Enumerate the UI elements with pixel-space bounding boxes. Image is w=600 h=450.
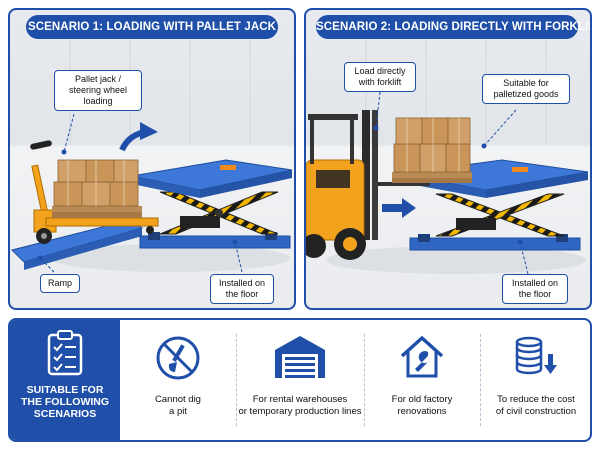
- callout-forklift: Load directly with forklift: [344, 62, 416, 92]
- feature-no-pit: Cannot dig a pit: [122, 320, 234, 440]
- coins-down-icon: [515, 336, 557, 375]
- feature-label-rental: For rental warehouses or temporary produ…: [238, 394, 362, 417]
- divider: [236, 334, 237, 426]
- divider: [480, 334, 481, 426]
- forklift-scene: [306, 40, 589, 275]
- callout-installed-floor-2: Installed on the floor: [502, 274, 568, 304]
- scenario-1-panel: SCENARIO 1: LOADING WITH PALLET JACK Pal…: [8, 8, 296, 310]
- callout-installed-floor-1: Installed on the floor: [210, 274, 274, 304]
- suitable-scenarios-strip: SUITABLE FOR THE FOLLOWING SCENARIOS Can…: [8, 318, 592, 442]
- callout-pallet-jack: Pallet jack / steering wheel loading: [54, 70, 142, 111]
- feature-old-factory: For old factory renovations: [366, 320, 478, 440]
- motion-arrow-2: [382, 198, 416, 218]
- divider: [364, 334, 365, 426]
- cardboard-boxes-2: [393, 117, 471, 173]
- scissor-mechanism: [159, 191, 279, 235]
- callout-palletized: Suitable for palletized goods: [482, 74, 570, 104]
- suitable-for-label: SUITABLE FOR THE FOLLOWING SCENARIOS: [20, 384, 110, 420]
- feature-reduce-cost: To reduce the cost of civil construction: [482, 320, 590, 440]
- cardboard-boxes: [53, 159, 139, 207]
- pallet-jack-scene: [11, 40, 293, 273]
- feature-label-no-pit: Cannot dig a pit: [155, 394, 201, 417]
- forklift: [306, 110, 430, 260]
- scenario-2-panel: SCENARIO 2: LOADING DIRECTLY WITH FORKLI…: [304, 8, 592, 310]
- callout-ramp: Ramp: [40, 274, 80, 293]
- no-dig-icon: [156, 336, 200, 380]
- feature-label-old-factory: For old factory renovations: [391, 394, 453, 417]
- suitable-for-box: SUITABLE FOR THE FOLLOWING SCENARIOS: [10, 320, 120, 440]
- scissor-mechanism-2: [435, 193, 565, 237]
- feature-rental-warehouses: For rental warehouses or temporary produ…: [238, 320, 362, 440]
- scenario-2-title: SCENARIO 2: LOADING DIRECTLY WITH FORKLI…: [316, 15, 590, 39]
- warehouse-icon: [275, 336, 325, 378]
- scenario-1-title: SCENARIO 1: LOADING WITH PALLET JACK: [26, 15, 278, 39]
- checklist-icon: [47, 330, 83, 376]
- house-wrench-icon: [400, 336, 444, 378]
- feature-label-reduce-cost: To reduce the cost of civil construction: [495, 394, 577, 417]
